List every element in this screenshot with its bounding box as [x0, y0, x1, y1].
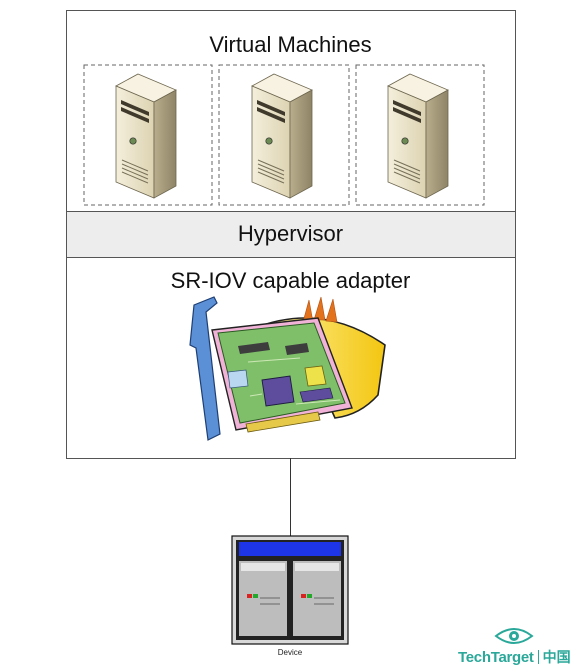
- network-adapter-card-icon: [189, 296, 386, 441]
- storage-device-icon: [231, 535, 349, 645]
- brand-region: 中国: [542, 649, 571, 665]
- eye-logo-icon: [494, 628, 534, 644]
- device-label: Device: [277, 648, 303, 657]
- brand-watermark: TechTarget 中国: [458, 646, 576, 668]
- server-tower-icon: [115, 73, 177, 199]
- hypervisor-band: [67, 211, 515, 257]
- server-tower-icon: [251, 73, 313, 199]
- hypervisor-label: Hypervisor: [237, 221, 344, 246]
- brand-name: TechTarget: [458, 648, 534, 666]
- vm-frame: [83, 64, 213, 206]
- vm-frame: [218, 64, 350, 206]
- vm-frame: [355, 64, 485, 206]
- brand-separator: [537, 650, 539, 664]
- server-tower-icon: [387, 73, 449, 199]
- adapter-label: SR-IOV capable adapter: [170, 268, 411, 293]
- vm-section-title: Virtual Machines: [209, 32, 372, 57]
